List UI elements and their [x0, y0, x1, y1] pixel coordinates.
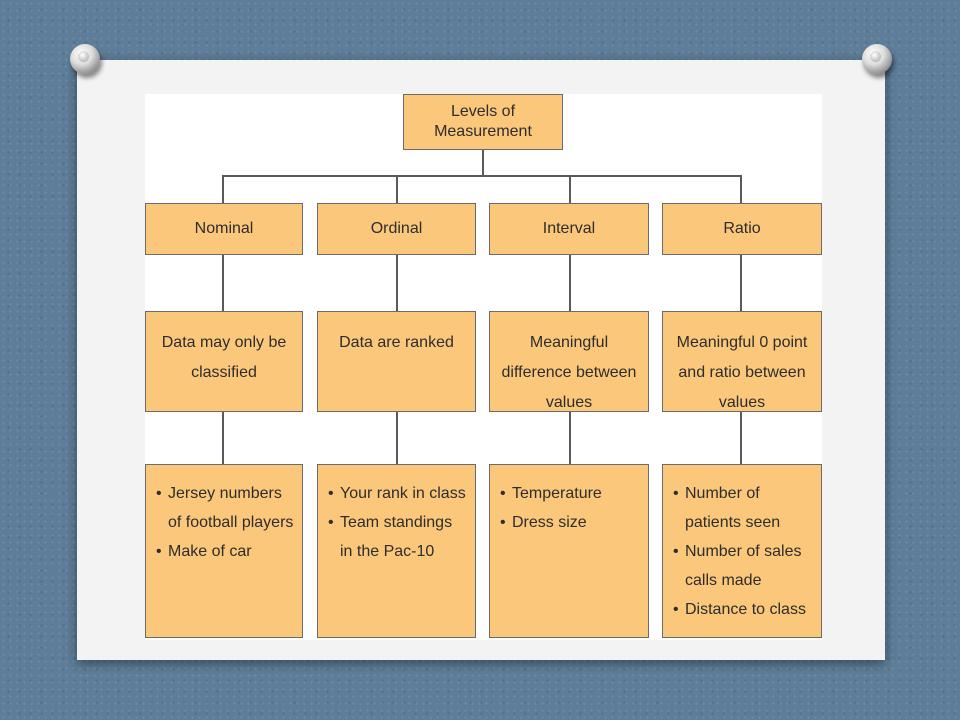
level-description-nominal: Data may only be classified [145, 311, 303, 412]
example-item: Dress size [498, 508, 640, 537]
diagram-title-box: Levels of Measurement [403, 94, 563, 150]
example-item: Temperature [498, 479, 640, 508]
level-description-interval: Meaningful difference between values [489, 311, 649, 412]
connector-line [569, 254, 571, 312]
connector-line [222, 176, 224, 204]
connector-line [482, 149, 484, 176]
example-item: Make of car [154, 537, 294, 566]
level-name-ordinal: Ordinal [317, 203, 476, 255]
connector-line [740, 254, 742, 312]
level-description-ordinal: Data are ranked [317, 311, 476, 412]
pushpin-icon [862, 44, 892, 74]
connector-line [740, 411, 742, 465]
connector-line [222, 175, 742, 177]
levels-of-measurement-diagram: Levels of Measurement Nominal Ordinal In… [145, 94, 822, 640]
level-examples-interval: Temperature Dress size [489, 464, 649, 638]
connector-line [222, 254, 224, 312]
level-examples-nominal: Jersey numbers of football players Make … [145, 464, 303, 638]
example-item: Number of sales calls made [671, 537, 813, 595]
connector-line [396, 411, 398, 465]
connector-line [222, 411, 224, 465]
example-item: Team standings in the Pac-10 [326, 508, 467, 566]
pushpin-icon [70, 44, 100, 74]
example-item: Your rank in class [326, 479, 467, 508]
connector-line [396, 176, 398, 204]
example-item: Distance to class [671, 595, 813, 624]
connector-line [569, 176, 571, 204]
level-name-interval: Interval [489, 203, 649, 255]
level-description-ratio: Meaningful 0 point and ratio between val… [662, 311, 822, 412]
connector-line [740, 176, 742, 204]
level-examples-ratio: Number of patients seen Number of sales … [662, 464, 822, 638]
connector-line [396, 254, 398, 312]
level-name-nominal: Nominal [145, 203, 303, 255]
example-item: Jersey numbers of football players [154, 479, 294, 537]
example-item: Number of patients seen [671, 479, 813, 537]
connector-line [569, 411, 571, 465]
level-examples-ordinal: Your rank in class Team standings in the… [317, 464, 476, 638]
level-name-ratio: Ratio [662, 203, 822, 255]
